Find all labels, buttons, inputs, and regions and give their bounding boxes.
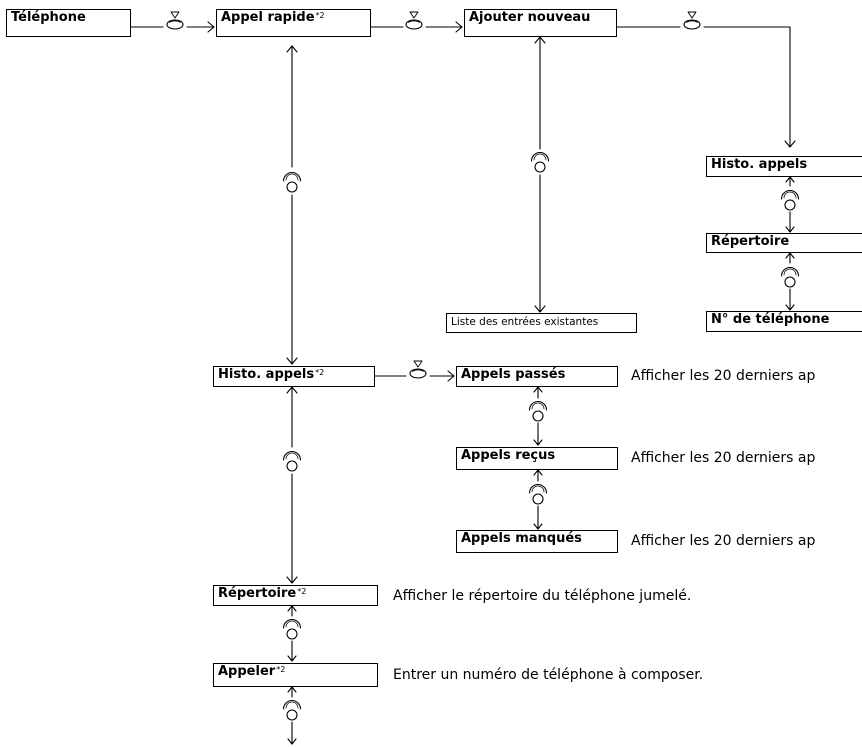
arrow-head xyxy=(785,252,795,259)
arrow-head xyxy=(533,439,543,446)
selector-rotate-icon xyxy=(282,618,302,640)
arrow-head xyxy=(784,140,796,148)
arrow-head xyxy=(286,576,298,584)
node-label: Histo. appels xyxy=(218,367,315,382)
arrow-head xyxy=(207,21,215,33)
node-label: N° de téléphone xyxy=(711,312,830,327)
selector-rotate-icon xyxy=(780,266,800,288)
selector-rotate-icon xyxy=(282,450,302,472)
selector-rotate-icon xyxy=(282,171,302,193)
node-ajouter-nouveau: Ajouter nouveau xyxy=(464,9,617,37)
note-appels-passes: Afficher les 20 derniers ap xyxy=(631,368,816,384)
node-label: Répertoire xyxy=(218,586,297,601)
node-repertoire: Répertoire*2 xyxy=(213,585,378,606)
arrow-head xyxy=(785,176,795,183)
selector-rotate-icon xyxy=(528,483,548,505)
selector-press-icon xyxy=(409,360,427,379)
node-label: Répertoire xyxy=(711,234,790,249)
selector-press-icon xyxy=(683,11,701,30)
node-liste-entrees: Liste des entrées existantes xyxy=(446,313,637,333)
node-appels-passes: Appels passés xyxy=(456,366,618,387)
arrow-head xyxy=(533,386,543,393)
arrow-head xyxy=(286,386,298,394)
node-appels-recus: Appels reçus xyxy=(456,447,618,470)
footnote-mark: *2 xyxy=(315,11,325,20)
arrow-head xyxy=(287,605,297,612)
arrow-head xyxy=(447,370,455,382)
arrow-head xyxy=(785,304,795,311)
node-label: Appeler xyxy=(218,664,276,679)
node-appel-rapide: Appel rapide*2 xyxy=(216,9,371,37)
arrow-head xyxy=(455,21,463,33)
node-sub-histo-appels: Histo. appels xyxy=(706,156,862,177)
node-telephone: Téléphone xyxy=(6,9,131,37)
arrow-head xyxy=(534,36,546,44)
footnote-mark: *2 xyxy=(315,368,325,377)
node-appeler: Appeler*2 xyxy=(213,663,378,687)
arrow-head xyxy=(287,686,297,693)
arrow-head xyxy=(287,655,297,662)
selector-press-icon xyxy=(166,11,184,30)
selector-rotate-icon xyxy=(528,400,548,422)
arrow-head xyxy=(534,305,546,313)
node-label: Liste des entrées existantes xyxy=(451,316,599,328)
node-label: Histo. appels xyxy=(711,157,808,172)
note-appels-recus: Afficher les 20 derniers ap xyxy=(631,450,816,466)
arrow-head xyxy=(533,523,543,530)
selector-press-icon xyxy=(405,11,423,30)
node-label: Ajouter nouveau xyxy=(469,10,591,25)
node-histo-appels: Histo. appels*2 xyxy=(213,366,375,387)
arrow-head xyxy=(533,469,543,476)
node-label: Appel rapide xyxy=(221,10,315,25)
selector-rotate-icon xyxy=(282,699,302,721)
node-label: Appels manqués xyxy=(461,531,582,546)
arrow-head xyxy=(785,226,795,233)
arrow-head xyxy=(286,357,298,365)
selector-rotate-icon xyxy=(530,151,550,173)
footnote-mark: *2 xyxy=(276,665,286,674)
note-appels-manques: Afficher les 20 derniers ap xyxy=(631,533,816,549)
selector-rotate-icon xyxy=(780,189,800,211)
node-label: Téléphone xyxy=(11,10,86,25)
node-sub-repertoire: Répertoire xyxy=(706,233,862,253)
node-label: Appels passés xyxy=(461,367,566,382)
arrow-head xyxy=(287,738,297,745)
note-appeler: Entrer un numéro de téléphone à composer… xyxy=(393,667,704,683)
node-appels-manques: Appels manqués xyxy=(456,530,618,553)
node-sub-no-telephone: N° de téléphone xyxy=(706,311,862,332)
node-label: Appels reçus xyxy=(461,448,556,463)
footnote-mark: *2 xyxy=(297,587,307,596)
note-repertoire: Afficher le répertoire du téléphone jume… xyxy=(393,588,692,604)
arrow-head xyxy=(286,45,298,53)
